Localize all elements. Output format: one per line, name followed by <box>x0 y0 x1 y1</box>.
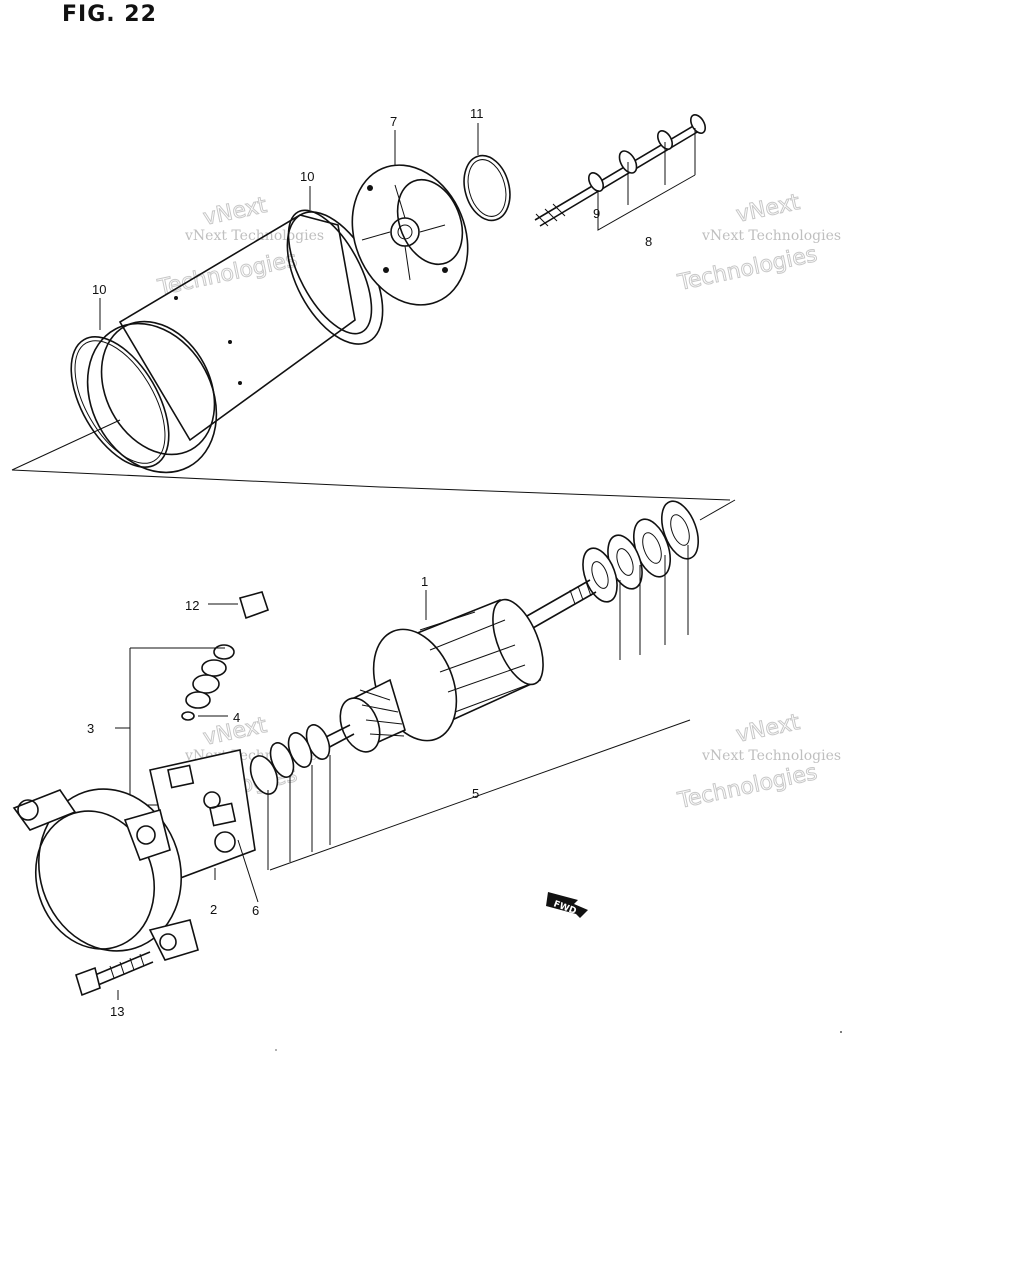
armature-1 <box>319 579 597 753</box>
svg-text:Technologies: Technologies <box>675 760 819 814</box>
fwd-direction-marker: FWD <box>546 892 588 918</box>
callout-8: 8 <box>645 234 652 249</box>
yoke-housing <box>86 209 373 474</box>
end-housing-2 <box>12 788 199 961</box>
callout-6: 6 <box>252 903 259 918</box>
shim-washers <box>582 500 700 603</box>
callout-13: 13 <box>110 1004 124 1019</box>
callout-9: 9 <box>593 206 600 221</box>
scan-speck <box>275 1049 277 1051</box>
axis-line-upper-left <box>11 419 121 471</box>
callout-11: 11 <box>470 106 484 121</box>
callout-3: 3 <box>87 721 94 736</box>
callout-4: 4 <box>233 710 240 725</box>
svg-text:vNext: vNext <box>201 193 269 231</box>
mounting-bolt-13 <box>75 951 154 997</box>
callout-12: 12 <box>185 598 199 613</box>
watermark-top-left: vNext Technologies vNext Technologies <box>155 192 325 301</box>
callout-2: 2 <box>210 902 217 917</box>
svg-text:vNext Technologies: vNext Technologies <box>701 228 841 244</box>
callout-10-upper: 10 <box>300 169 314 184</box>
o-ring-11 <box>463 154 511 222</box>
washers-set-5 <box>249 724 331 795</box>
watermark-top-right: vNext Technologies vNext Technologies <box>675 189 842 296</box>
callout-1: 1 <box>421 574 428 589</box>
svg-text:vNext: vNext <box>734 190 802 228</box>
end-cover-7 <box>351 164 469 306</box>
leader-6 <box>237 839 259 903</box>
axis-line-divider <box>11 469 731 501</box>
scan-speck <box>840 1031 842 1033</box>
through-bolt-8 <box>534 114 707 227</box>
svg-text:vNext Technologies: vNext Technologies <box>701 748 841 764</box>
svg-text:Technologies: Technologies <box>155 247 299 301</box>
axis-line-lower-right <box>699 499 736 521</box>
svg-text:Technologies: Technologies <box>675 242 819 296</box>
callout-10-left: 10 <box>92 282 106 297</box>
svg-text:vNext: vNext <box>734 710 802 748</box>
watermark-mid-right: vNext Technologies vNext Technologies <box>675 709 842 814</box>
leader-5 <box>267 545 691 871</box>
figure-title: FIG. 22 <box>62 2 157 27</box>
callout-5: 5 <box>472 786 479 801</box>
o-ring-10-left <box>70 336 170 468</box>
callout-7: 7 <box>390 114 397 129</box>
leader-8 <box>597 128 696 231</box>
